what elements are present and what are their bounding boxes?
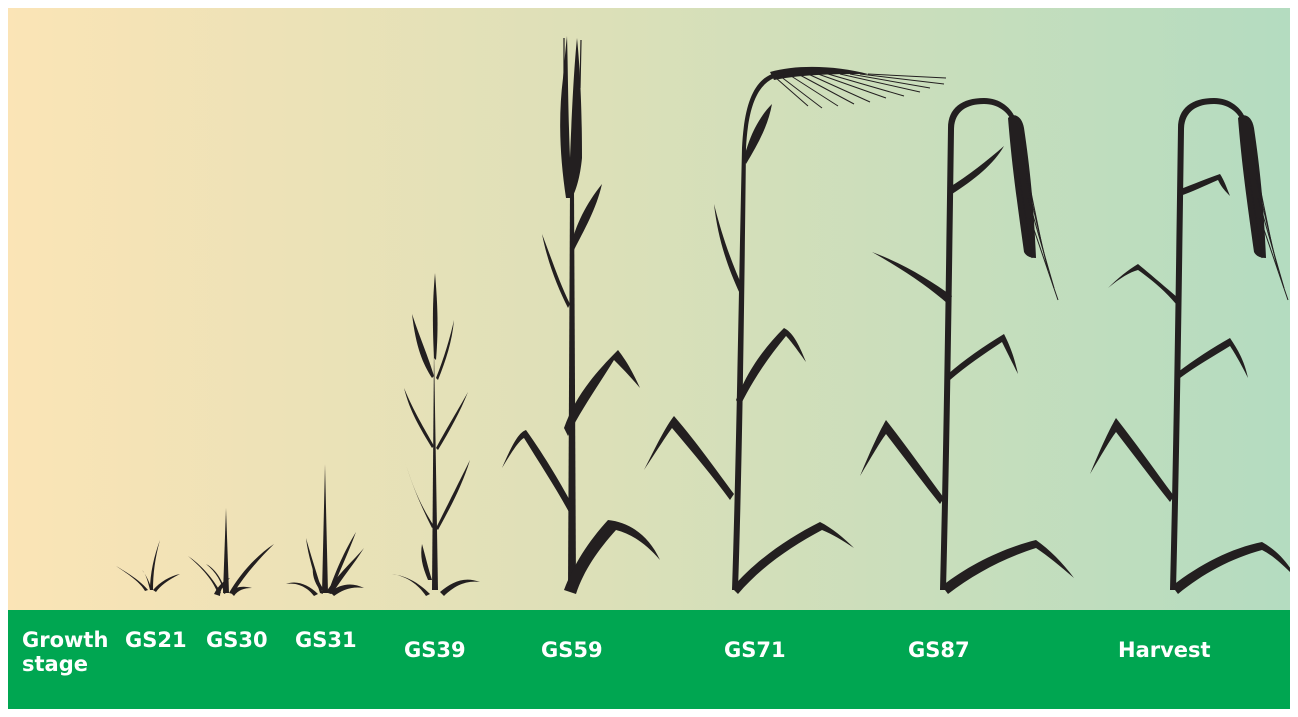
stage-label-harvest: Harvest — [1118, 638, 1211, 662]
plant-harvest — [1090, 98, 1290, 594]
stage-label-gs59: GS59 — [541, 638, 603, 662]
plant-gs31 — [286, 464, 364, 596]
growth-stage-title: Growth stage — [22, 628, 109, 676]
growth-stage-diagram: Growth stage GS21 GS30 GS31 GS39 GS59 GS… — [8, 8, 1290, 709]
plant-gs39 — [392, 273, 480, 596]
plant-gs59 — [502, 36, 660, 594]
plant-gs30 — [188, 508, 274, 596]
plant-gs87 — [860, 98, 1074, 594]
sky-background — [8, 8, 1290, 610]
plant-gs71 — [644, 66, 947, 594]
stage-label-gs21: GS21 — [125, 628, 187, 652]
stage-label-gs31: GS31 — [295, 628, 357, 652]
stage-label-gs30: GS30 — [206, 628, 268, 652]
stage-label-gs71: GS71 — [724, 638, 786, 662]
stage-label-gs39: GS39 — [404, 638, 466, 662]
growth-stage-band: Growth stage GS21 GS30 GS31 GS39 GS59 GS… — [8, 610, 1290, 709]
stage-label-gs87: GS87 — [908, 638, 970, 662]
plant-gs21 — [116, 540, 180, 592]
